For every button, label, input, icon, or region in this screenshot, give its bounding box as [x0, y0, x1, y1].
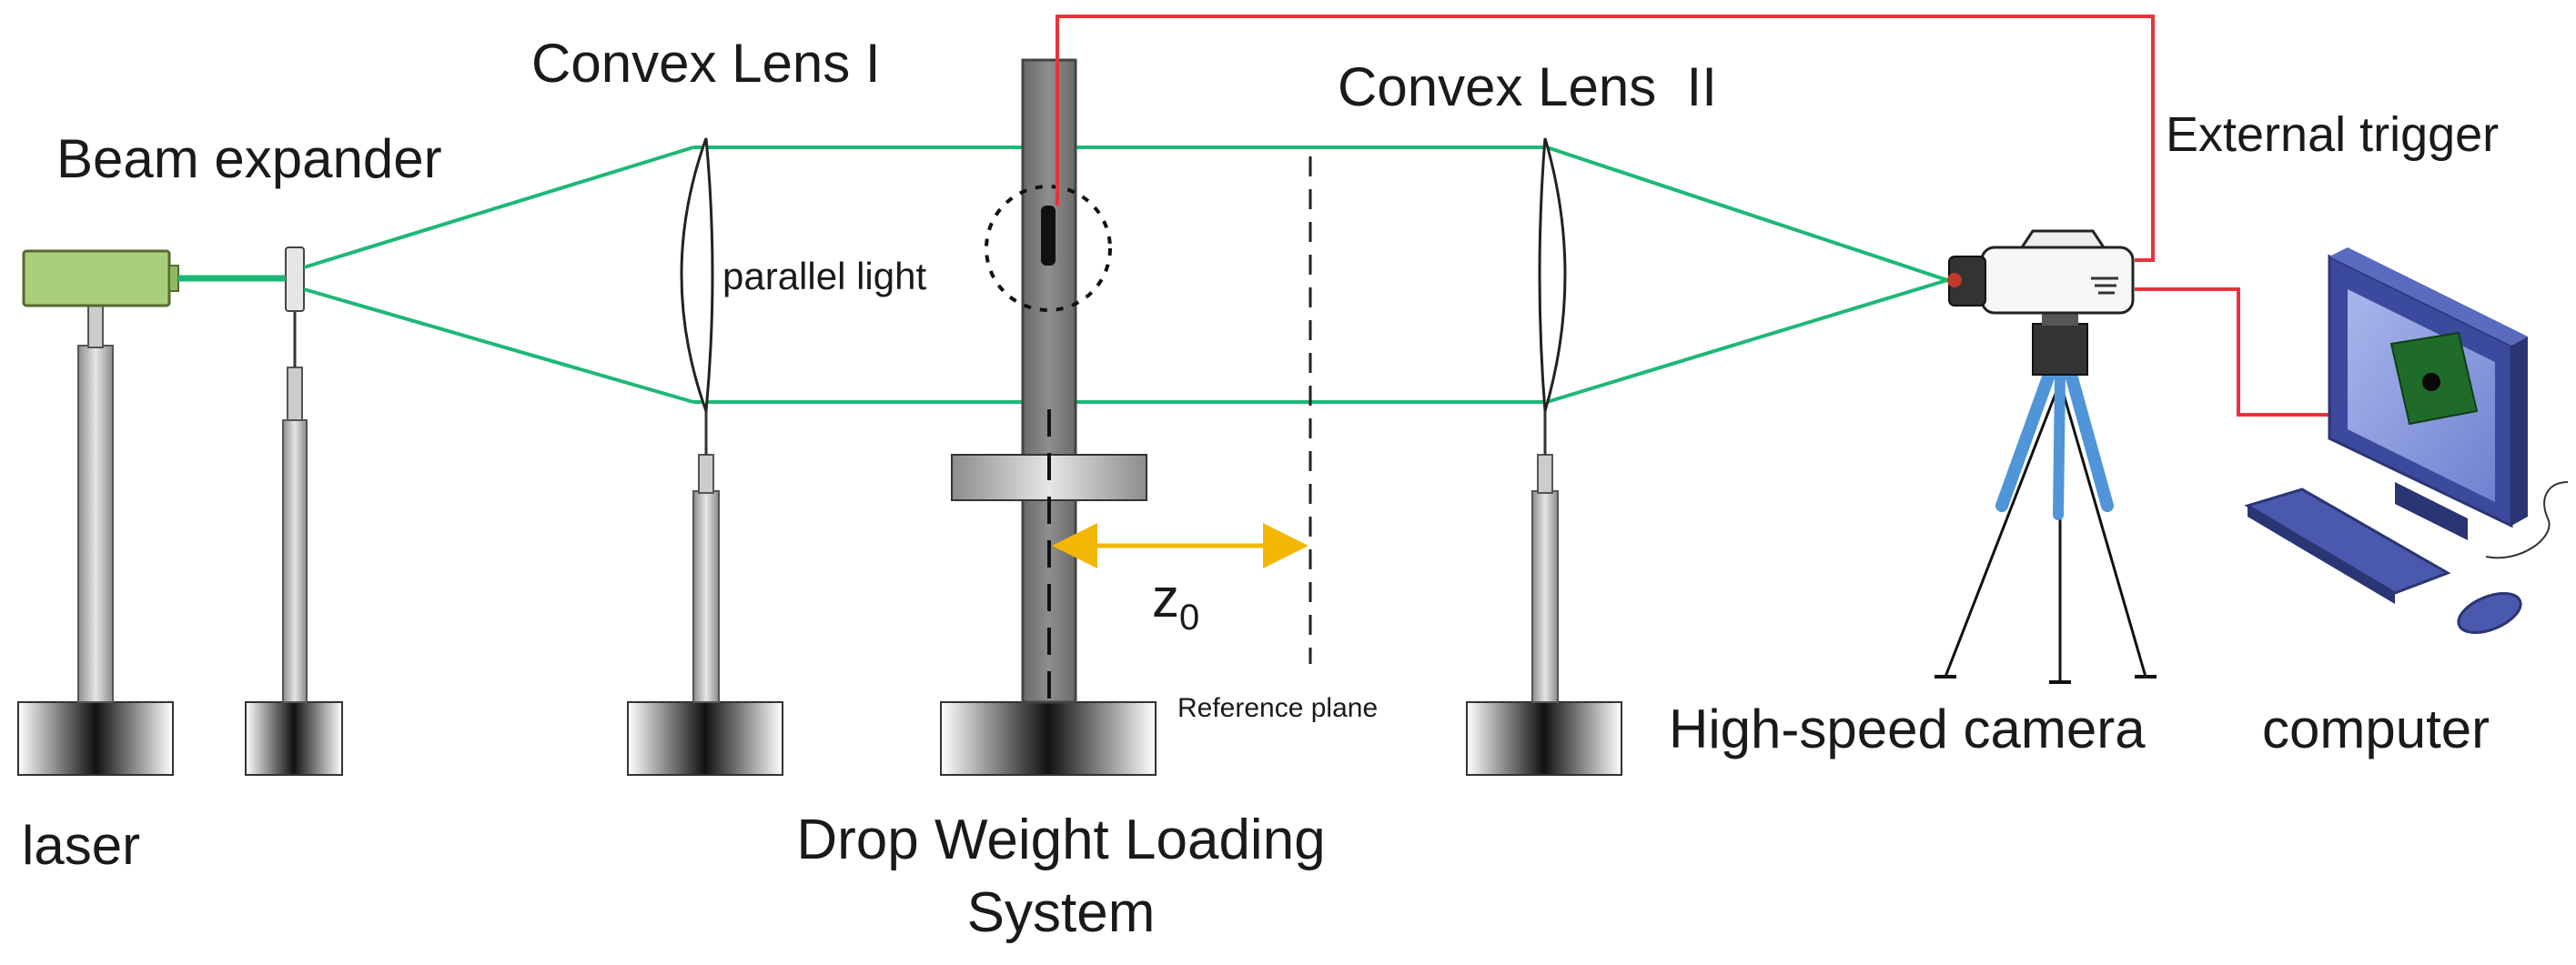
drop-weight-base	[940, 701, 1157, 776]
laser-base	[17, 701, 174, 776]
convex-lens-1-assembly	[627, 137, 783, 776]
mouse	[2457, 592, 2522, 634]
computer-label: computer	[2262, 699, 2490, 759]
beam-expander-post	[282, 419, 308, 703]
convex-lens-1-label: Convex Lens I	[531, 33, 881, 94]
external-trigger-wire	[1056, 15, 2155, 262]
laser-post-neck	[87, 305, 104, 348]
convex-lens-2	[1538, 137, 1567, 412]
desktop-computer-icon	[2244, 247, 2569, 634]
beam-expander-lens	[285, 246, 305, 312]
convex-lens-1	[680, 137, 714, 412]
beam-expander-assembly	[245, 246, 343, 776]
diverging-beam-bottom	[303, 287, 694, 404]
tripod-leg-left	[1995, 368, 2056, 512]
tripod-leg-center	[2053, 369, 2066, 520]
drop-weight-system	[940, 58, 1157, 776]
specimen-slot	[1041, 206, 1056, 266]
high-speed-camera-label: High-speed camera	[1669, 699, 2146, 759]
trigger-wiring	[1056, 15, 2329, 417]
external-trigger-label: External trigger	[2166, 107, 2499, 162]
parallel-light-label: parallel light	[722, 255, 926, 297]
beam-expander-label: Beam expander	[56, 128, 442, 189]
laser-emitter-icon	[22, 249, 179, 307]
convex-lens-2-label: Convex Lens II	[1338, 56, 1717, 117]
drop-weight-label-line1: Drop Weight Loading	[796, 809, 1325, 871]
converging-beam-top	[1546, 146, 1948, 282]
z0-label: z0	[1152, 568, 1199, 638]
converging-beam-bottom	[1546, 278, 1948, 404]
laser-post	[77, 345, 114, 703]
tripod-leg-right	[2065, 368, 2114, 512]
observation-area	[985, 185, 1112, 312]
reference-plane-label: Reference plane	[1177, 693, 1378, 723]
high-speed-camera-icon	[1935, 229, 2157, 684]
laser-label: laser	[22, 815, 140, 876]
convex-lens-2-assembly	[1466, 137, 1622, 776]
light-path	[178, 146, 1948, 404]
camera-body	[1980, 246, 2135, 315]
drop-weight-label-line2: System	[967, 881, 1156, 944]
camera-computer-wire	[2135, 287, 2329, 417]
laser-assembly	[17, 249, 179, 776]
diverging-beam-top	[303, 146, 694, 269]
beam-expander-base	[245, 701, 343, 776]
